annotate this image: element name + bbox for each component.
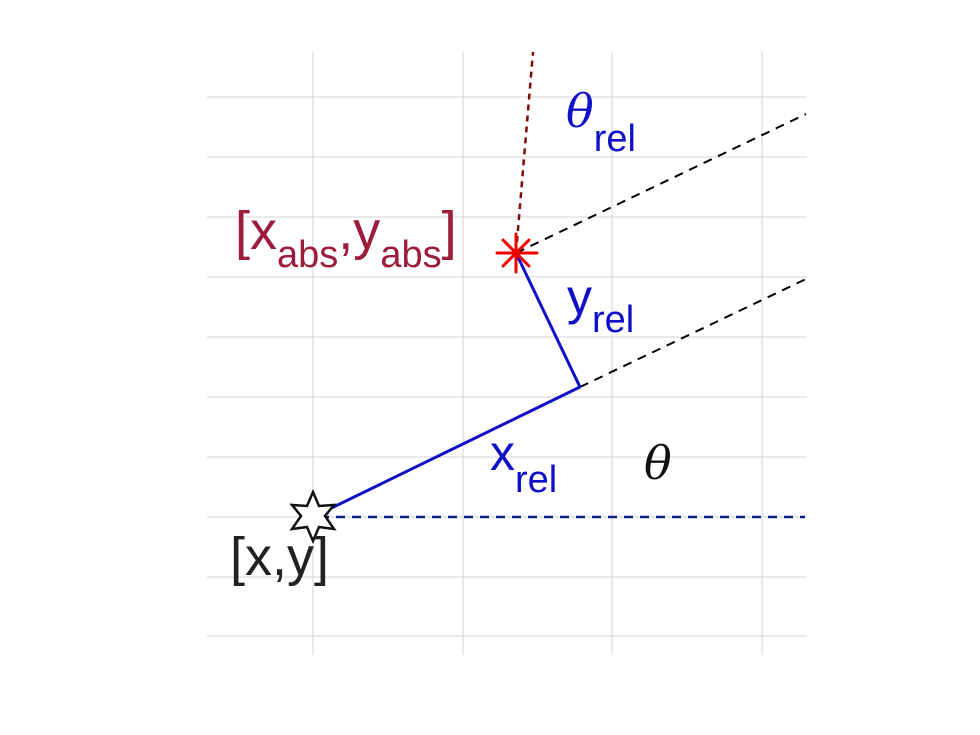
abs-label-mid: ,y: [338, 201, 381, 261]
theta-rel-subscript: rel: [593, 118, 636, 160]
y-rel-subscript: rel: [592, 299, 635, 341]
x-rel-segment: [312, 385, 581, 519]
abs-label-open: [x: [235, 201, 278, 261]
x-rel-main: x: [490, 425, 515, 481]
theta-rel-reference-line: [514, 51, 535, 254]
theta-rel-label: θrel: [566, 88, 636, 158]
origin-position-label: [x,y]: [230, 527, 330, 587]
theta-rel-main: θ: [566, 84, 594, 138]
y-rel-label: yrel: [567, 269, 634, 339]
theta-label: θ: [644, 436, 672, 490]
abs-label-close: ]: [441, 201, 457, 261]
asterisk-icon: [495, 232, 539, 274]
y-rel-main: y: [567, 269, 592, 325]
x-rel-label: xrel: [490, 425, 557, 499]
abs-label-subscript-y: abs: [380, 234, 442, 276]
absolute-position-label: [xabs,yabs]: [235, 201, 457, 274]
y-rel-segment: [514, 252, 582, 388]
x-rel-subscript: rel: [515, 459, 558, 501]
six-point-star-icon: [289, 488, 337, 545]
heading-line: [515, 113, 807, 254]
abs-label-subscript-x: abs: [277, 234, 339, 276]
x-rel-axis-extension: [579, 278, 807, 388]
